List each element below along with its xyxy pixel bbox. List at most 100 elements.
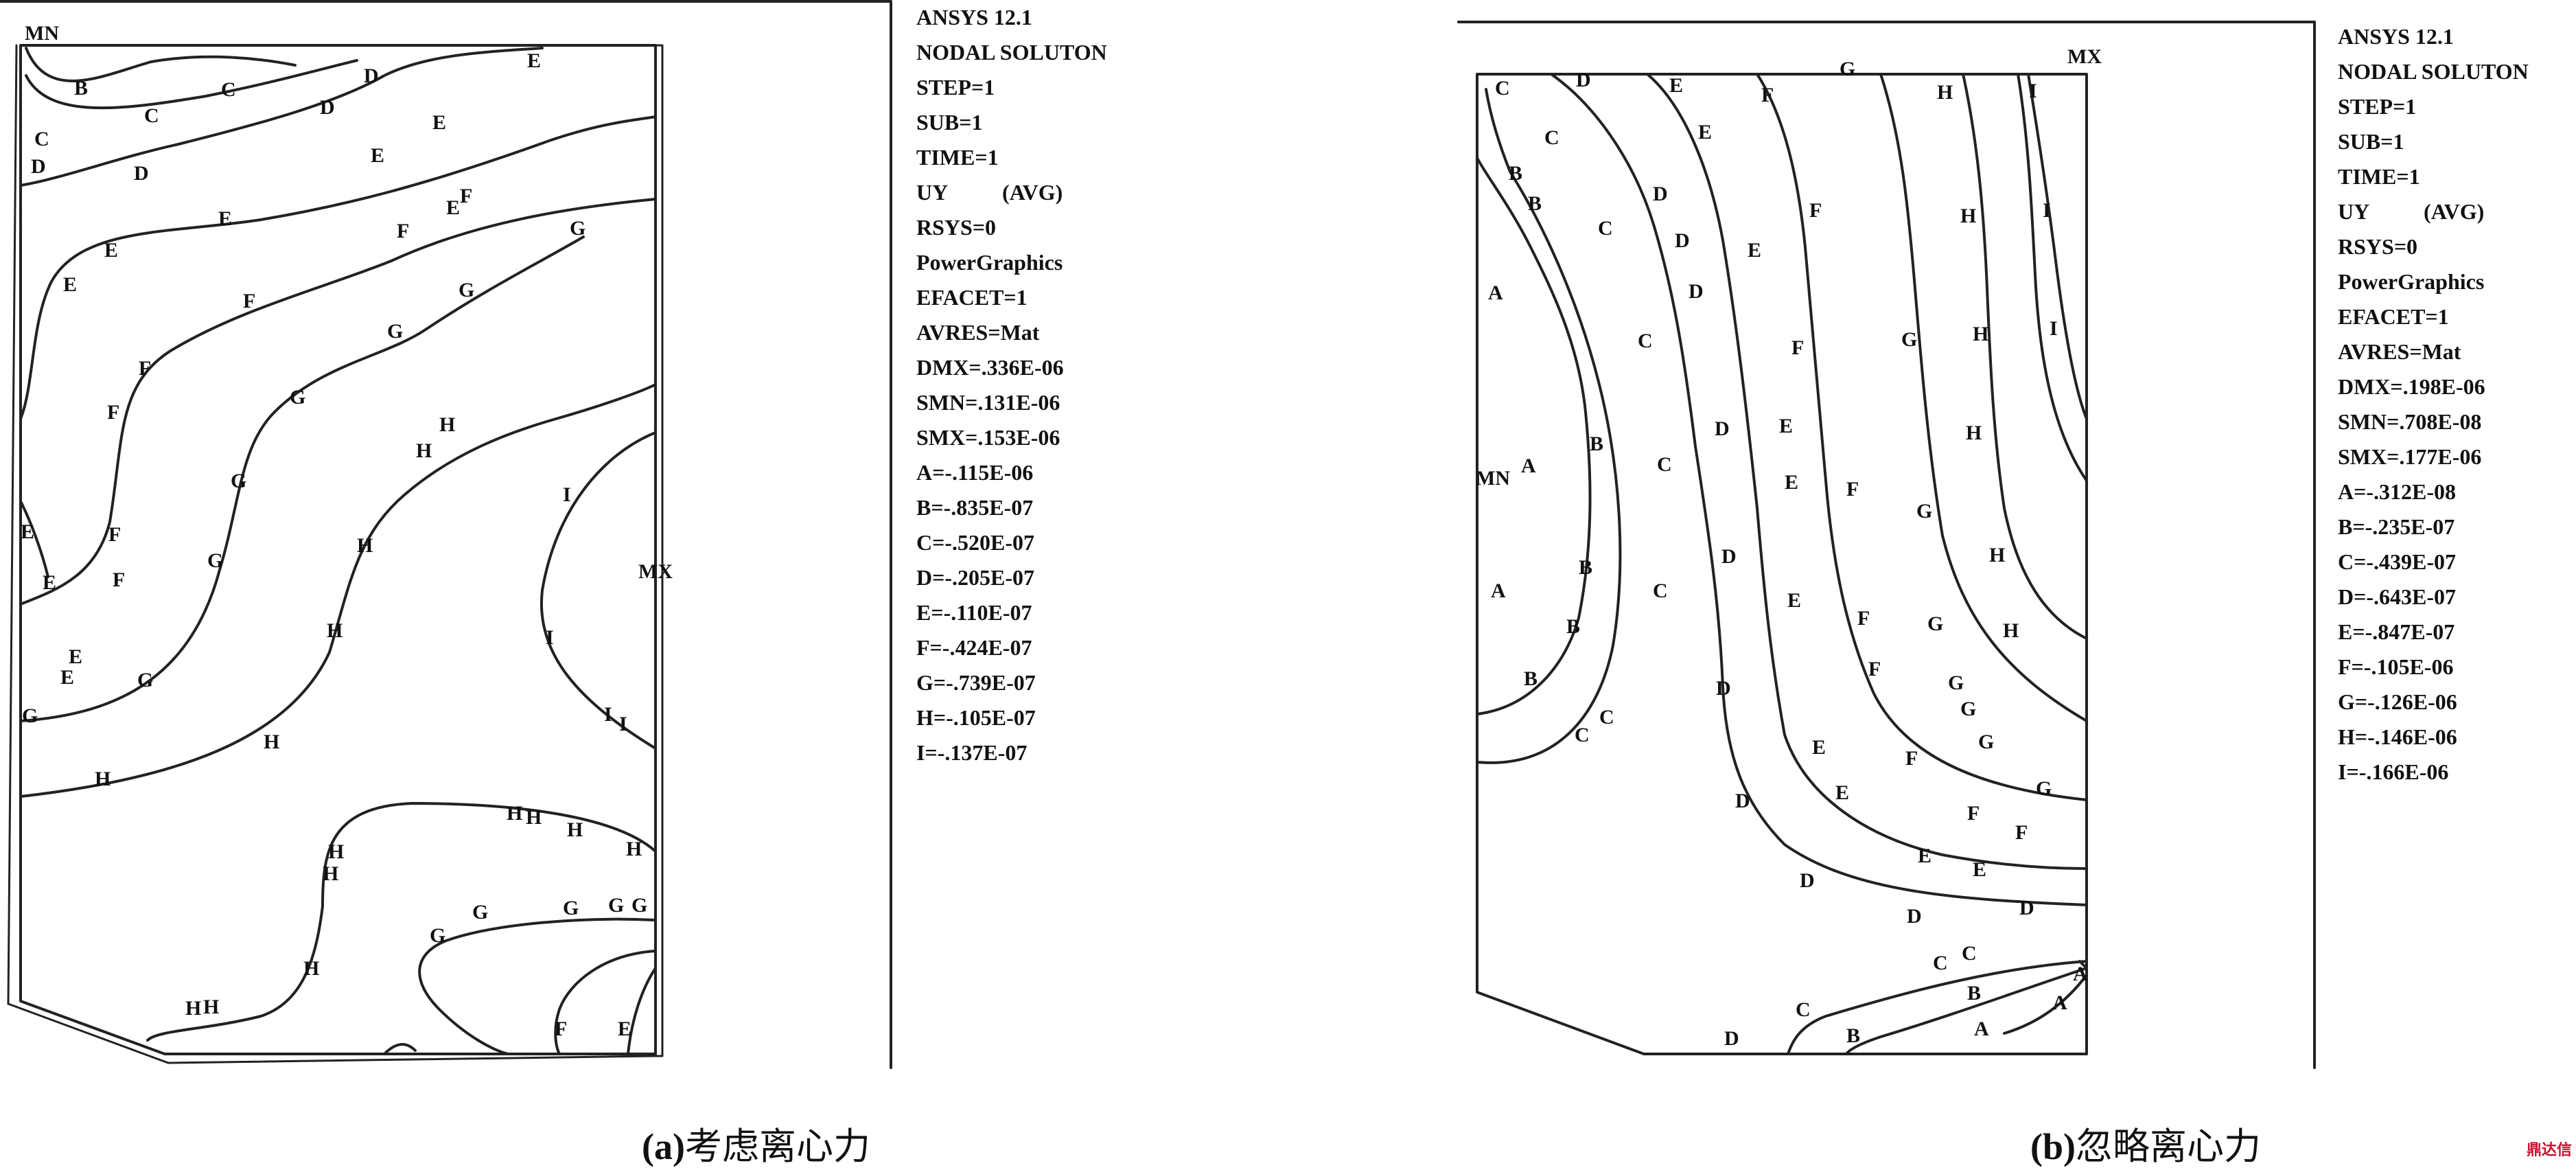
svg-text:G: G xyxy=(1901,328,1917,351)
svg-text:B: B xyxy=(1509,162,1522,185)
svg-text:C: C xyxy=(1657,453,1672,476)
svg-text:G: G xyxy=(290,386,305,409)
legend-b-line-8: PowerGraphics xyxy=(2338,269,2485,294)
panel-a-domain-outline xyxy=(19,44,657,1055)
svg-text:D: D xyxy=(1724,1027,1739,1050)
legend-b-line-17: D=-.643E-07 xyxy=(2338,584,2456,609)
svg-text:H: H xyxy=(203,996,219,1018)
svg-text:D: D xyxy=(1653,183,1668,205)
svg-text:E: E xyxy=(618,1018,631,1040)
svg-text:C: C xyxy=(1933,952,1948,974)
svg-text:G: G xyxy=(1916,500,1932,523)
svg-text:G: G xyxy=(387,320,403,343)
legend-b-line-15: B=-.235E-07 xyxy=(2338,514,2455,539)
legend-b-line-3: STEP=1 xyxy=(2338,94,2417,119)
svg-text:C: C xyxy=(1638,330,1653,352)
panel-b-caption-text: 忽略离心力 xyxy=(2076,1126,2261,1167)
svg-text:A: A xyxy=(1488,282,1503,304)
svg-text:B: B xyxy=(1524,667,1538,690)
panel-a-contour-9 xyxy=(19,500,49,578)
svg-text:E: E xyxy=(43,571,56,594)
legend-b-line-13: SMX=.177E-06 xyxy=(2338,444,2482,469)
svg-text:H: H xyxy=(567,818,583,841)
svg-text:G: G xyxy=(231,470,246,492)
svg-text:G: G xyxy=(459,279,474,301)
panel-b-contour-2 xyxy=(1476,88,1622,764)
svg-text:G: G xyxy=(570,217,585,240)
legend-b-line-4: SUB=1 xyxy=(2338,129,2404,154)
svg-text:G: G xyxy=(22,704,38,727)
svg-text:MN: MN xyxy=(1476,467,1510,490)
svg-text:B: B xyxy=(1846,1024,1860,1047)
legend-b-line-20: G=-.126E-06 xyxy=(2338,689,2457,714)
svg-text:F: F xyxy=(397,220,409,242)
svg-text:E: E xyxy=(1748,239,1761,262)
legend-b-line-14: A=-.312E-08 xyxy=(2338,479,2456,504)
svg-text:I: I xyxy=(546,626,554,649)
svg-text:G: G xyxy=(563,897,579,919)
svg-text:E: E xyxy=(63,273,77,296)
legend-b-line-11: DMX=.198E-06 xyxy=(2338,374,2485,399)
svg-text:C: C xyxy=(221,78,236,101)
svg-text:C: C xyxy=(1495,77,1510,100)
svg-text:C: C xyxy=(1575,724,1590,746)
panel-a-outer-border xyxy=(7,44,18,1005)
panel-b-contour-12 xyxy=(2003,974,2088,1035)
svg-text:D: D xyxy=(1716,677,1731,700)
svg-text:D: D xyxy=(134,162,149,185)
svg-text:H: H xyxy=(303,957,319,980)
panel-b-contour-9 xyxy=(2027,73,2088,420)
panel-a-contour-11 xyxy=(418,917,657,1055)
panel-b-contour-11 xyxy=(1845,967,2088,1055)
panel-b-frame xyxy=(1457,21,2316,1069)
legend-b-line-16: C=-.439E-07 xyxy=(2338,549,2456,574)
svg-text:F: F xyxy=(1791,336,1804,359)
svg-text:MX: MX xyxy=(638,560,673,583)
legend-a-line-9: EFACET=1 xyxy=(916,285,1028,310)
legend-b-line-18: E=-.847E-07 xyxy=(2338,619,2455,644)
svg-text:E: E xyxy=(1785,471,1798,494)
svg-text:F: F xyxy=(1857,607,1870,630)
legend-a-line-8: PowerGraphics xyxy=(916,250,1063,275)
panel-a-contour-7 xyxy=(19,383,657,798)
svg-text:E: E xyxy=(446,196,460,219)
svg-text:D: D xyxy=(1735,790,1750,812)
svg-text:G: G xyxy=(1840,58,1855,80)
legend-a-line-10: AVRES=Mat xyxy=(916,320,1040,345)
svg-text:A: A xyxy=(1491,580,1506,602)
svg-text:G: G xyxy=(631,894,647,917)
panel-a-contour-1 xyxy=(25,47,297,82)
svg-text:E: E xyxy=(69,645,82,668)
legend-a-line-21: H=-.105E-07 xyxy=(916,705,1036,730)
svg-text:C: C xyxy=(1598,217,1613,240)
legend-a-line-19: F=-.424E-07 xyxy=(916,635,1032,660)
svg-text:H: H xyxy=(1989,544,2005,566)
panel-a-contour-2 xyxy=(25,59,358,110)
svg-text:H: H xyxy=(416,439,432,462)
svg-text:E: E xyxy=(1787,589,1801,612)
svg-text:H: H xyxy=(185,997,201,1020)
watermark-logo: 鼎达信 xyxy=(2526,1142,2572,1159)
panel-b-contour-3 xyxy=(1550,73,2088,906)
svg-text:H: H xyxy=(95,768,111,790)
svg-text:C: C xyxy=(144,104,159,127)
svg-text:D: D xyxy=(1800,869,1815,892)
legend-b-line-6: UY (AVG) xyxy=(2338,199,2485,224)
svg-text:D: D xyxy=(1715,417,1730,440)
svg-text:F: F xyxy=(1905,747,1918,770)
svg-text:E: E xyxy=(371,144,384,167)
svg-text:G: G xyxy=(472,901,488,924)
svg-text:G: G xyxy=(1948,672,1964,694)
panel-b-contour-6 xyxy=(1879,73,2088,722)
panel-b-contour-8 xyxy=(2017,73,2088,482)
panel-b-domain-outline xyxy=(1476,73,2088,1055)
legend-b-line-10: AVRES=Mat xyxy=(2338,339,2461,364)
legend-b-line-19: F=-.105E-06 xyxy=(2338,654,2454,679)
panel-b-contour-7 xyxy=(1962,73,2088,640)
svg-text:A: A xyxy=(2052,991,2067,1014)
panel-a-caption-tag: (a) xyxy=(642,1126,685,1167)
svg-text:H: H xyxy=(328,840,344,863)
svg-text:C: C xyxy=(1962,942,1977,965)
legend-a-line-3: STEP=1 xyxy=(916,75,995,100)
